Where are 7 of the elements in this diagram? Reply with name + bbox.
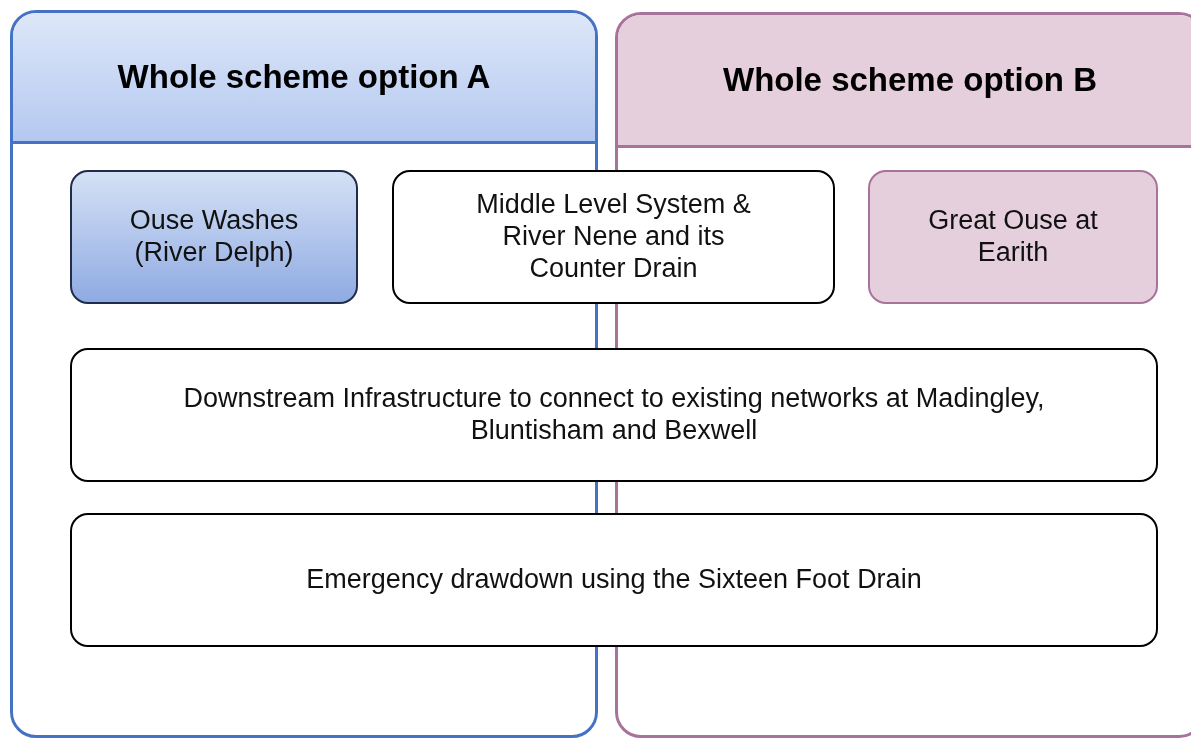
option-box: Ouse Washes (River Delph) [70, 170, 358, 304]
panel-heading: Whole scheme option B [722, 60, 1098, 100]
shared-box: Middle Level System & River Nene and its Counter Drain [392, 170, 835, 304]
shared-box: Downstream Infrastructure to connect to existing networks at Madingley, Bluntisham and Bexwell [70, 348, 1158, 482]
option-box: Great Ouse at Earith [868, 170, 1158, 304]
panel-heading: Whole scheme option A [116, 57, 492, 97]
shared-box: Emergency drawdown using the Sixteen Foot Drain [70, 513, 1158, 647]
